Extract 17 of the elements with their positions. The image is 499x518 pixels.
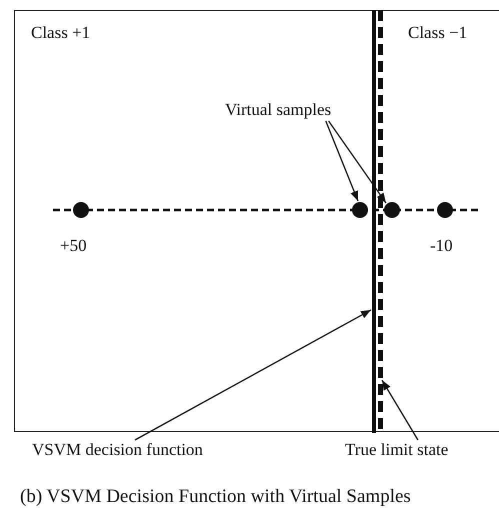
value-label: +50 [60, 236, 87, 256]
value-label: -10 [430, 236, 453, 256]
arrow [381, 380, 418, 440]
data-point [73, 202, 89, 218]
data-point [384, 202, 400, 218]
annotation-label: VSVM decision function [32, 440, 252, 460]
annotation-label: Virtual samples [225, 100, 365, 120]
class-label: Class −1 [408, 23, 468, 43]
arrow [328, 120, 387, 204]
data-point [437, 202, 453, 218]
arrow [134, 309, 372, 441]
decision-boundary-line [372, 10, 376, 433]
annotation-label: True limit state [345, 440, 485, 460]
figure-caption: (b) VSVM Decision Function with Virtual Samples [20, 486, 411, 508]
data-point [352, 202, 368, 218]
arrow [325, 120, 359, 202]
class-label: Class +1 [31, 23, 90, 43]
